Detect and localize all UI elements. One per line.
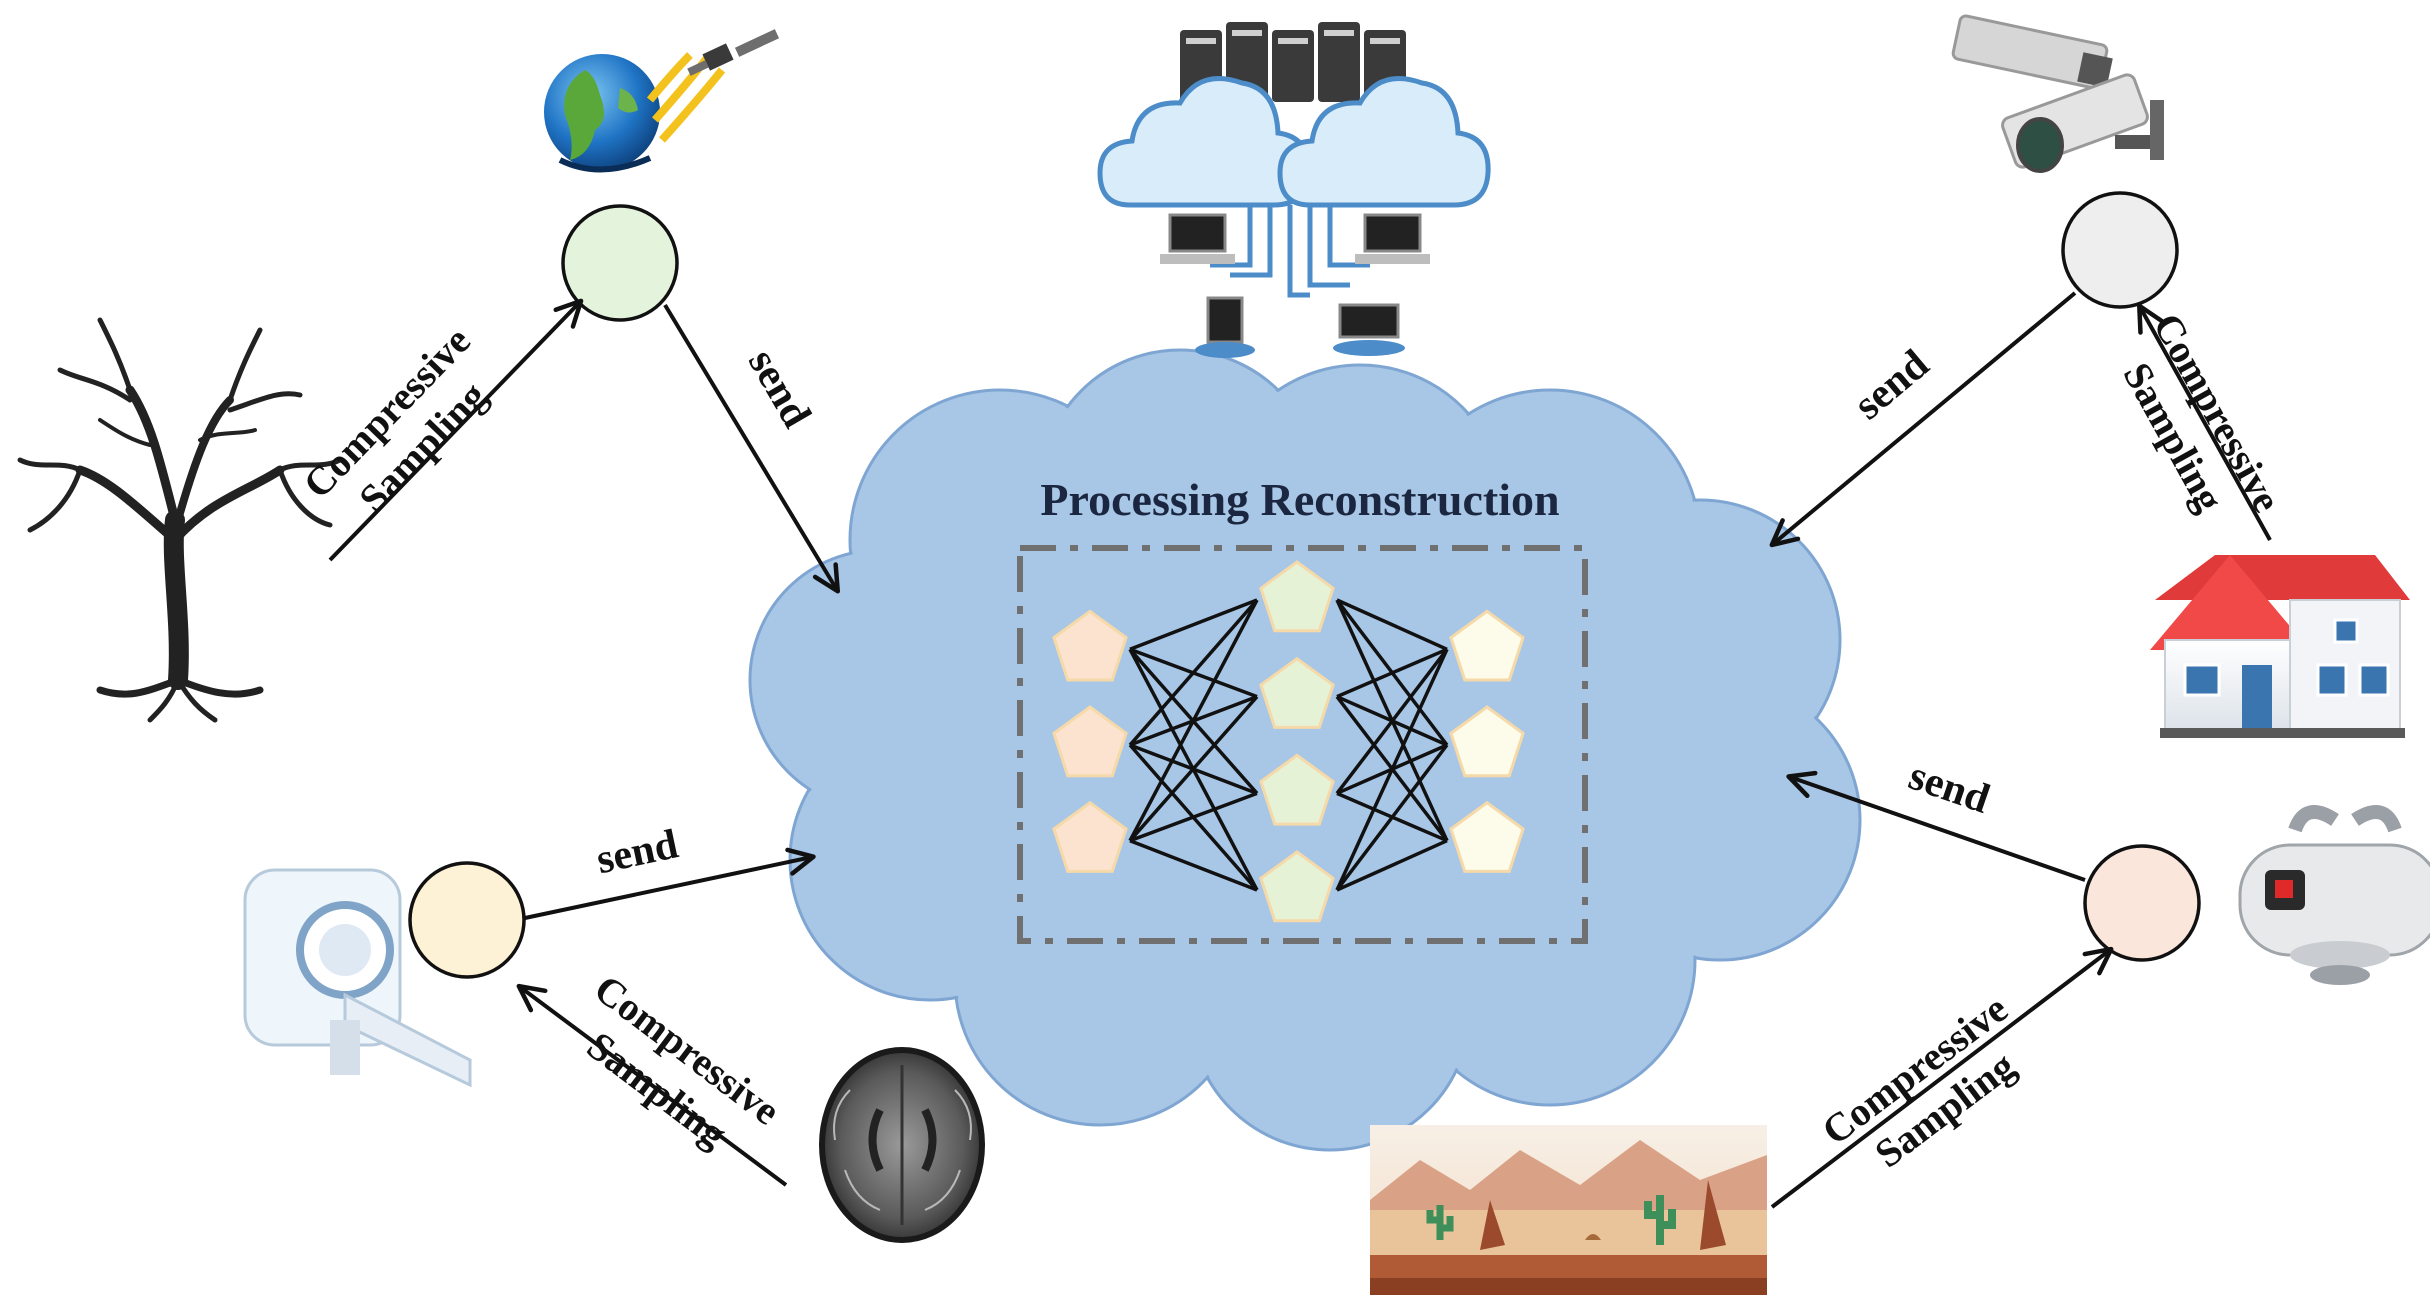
surveillance-camera-icon: [1951, 14, 2164, 173]
network-edge: [1128, 598, 1259, 747]
processing-title: Processing Reconstruction: [1040, 474, 1559, 525]
mri-scanner-icon: [243, 868, 472, 1088]
send-label-bottom-left: send: [593, 821, 682, 883]
cs-label-top-right: Compressive Sampling: [2115, 306, 2291, 520]
network-edge: [1336, 839, 1448, 892]
network-edge: [1129, 839, 1258, 892]
network-edge: [1129, 791, 1258, 843]
network-neuron: [1449, 705, 1525, 778]
network-edge: [1335, 743, 1449, 892]
desert-to-robot-arrow: [1770, 946, 2114, 1209]
network-neuron: [1052, 609, 1128, 682]
network-edge: [1335, 648, 1449, 891]
network-edge: [1335, 648, 1449, 795]
brain-to-scanner-arrow: [516, 983, 788, 1187]
network-connections: [1128, 598, 1449, 892]
send-label-top-right: send: [1846, 341, 1938, 429]
desert-landscape-icon: [1370, 1125, 1767, 1295]
network-neuron: [1259, 560, 1335, 633]
robot-node: [2083, 844, 2201, 962]
processing-cloud: [748, 348, 1862, 1152]
robot-icon: [2238, 805, 2430, 985]
camera-node: [2061, 191, 2179, 309]
house-to-camera-arrow: [2137, 303, 2272, 541]
scanner-node: [408, 861, 526, 979]
satellite-send-arrow: [663, 303, 841, 594]
tree-to-satellite-arrow: [328, 298, 584, 562]
network-neuron: [1449, 609, 1525, 682]
network-neuron: [1052, 705, 1128, 778]
dead-tree-icon: [17, 317, 343, 723]
house-icon: [2150, 555, 2410, 738]
camera-send-arrow: [1769, 291, 2077, 548]
network-edge: [1336, 647, 1448, 699]
network-neuron: [1449, 800, 1525, 873]
cloud-servers-icon: [1097, 22, 1491, 358]
satellite-earth-icon: [544, 29, 780, 173]
send-label-top-left: send: [739, 342, 820, 436]
brain-mri-icon: [819, 1047, 985, 1243]
network-edge: [1129, 598, 1258, 651]
cs-label-top-left: Compressive Sampling: [294, 318, 495, 521]
network-edge: [1336, 598, 1448, 651]
cs-label-bottom-left: Compressive Sampling: [579, 966, 789, 1157]
network-neuron: [1259, 850, 1335, 923]
network-frame: [1017, 545, 1588, 944]
network-neuron: [1259, 753, 1335, 826]
robot-send-arrow: [1786, 770, 2086, 882]
send-label-bottom-right: send: [1903, 753, 1995, 823]
satellite-node: [561, 204, 679, 322]
network-neuron: [1259, 656, 1335, 729]
network-edge: [1128, 599, 1259, 842]
network-neuron: [1052, 800, 1128, 873]
scanner-send-arrow: [524, 847, 816, 920]
network-edge: [1128, 695, 1259, 842]
network-neurons: [1052, 560, 1525, 923]
